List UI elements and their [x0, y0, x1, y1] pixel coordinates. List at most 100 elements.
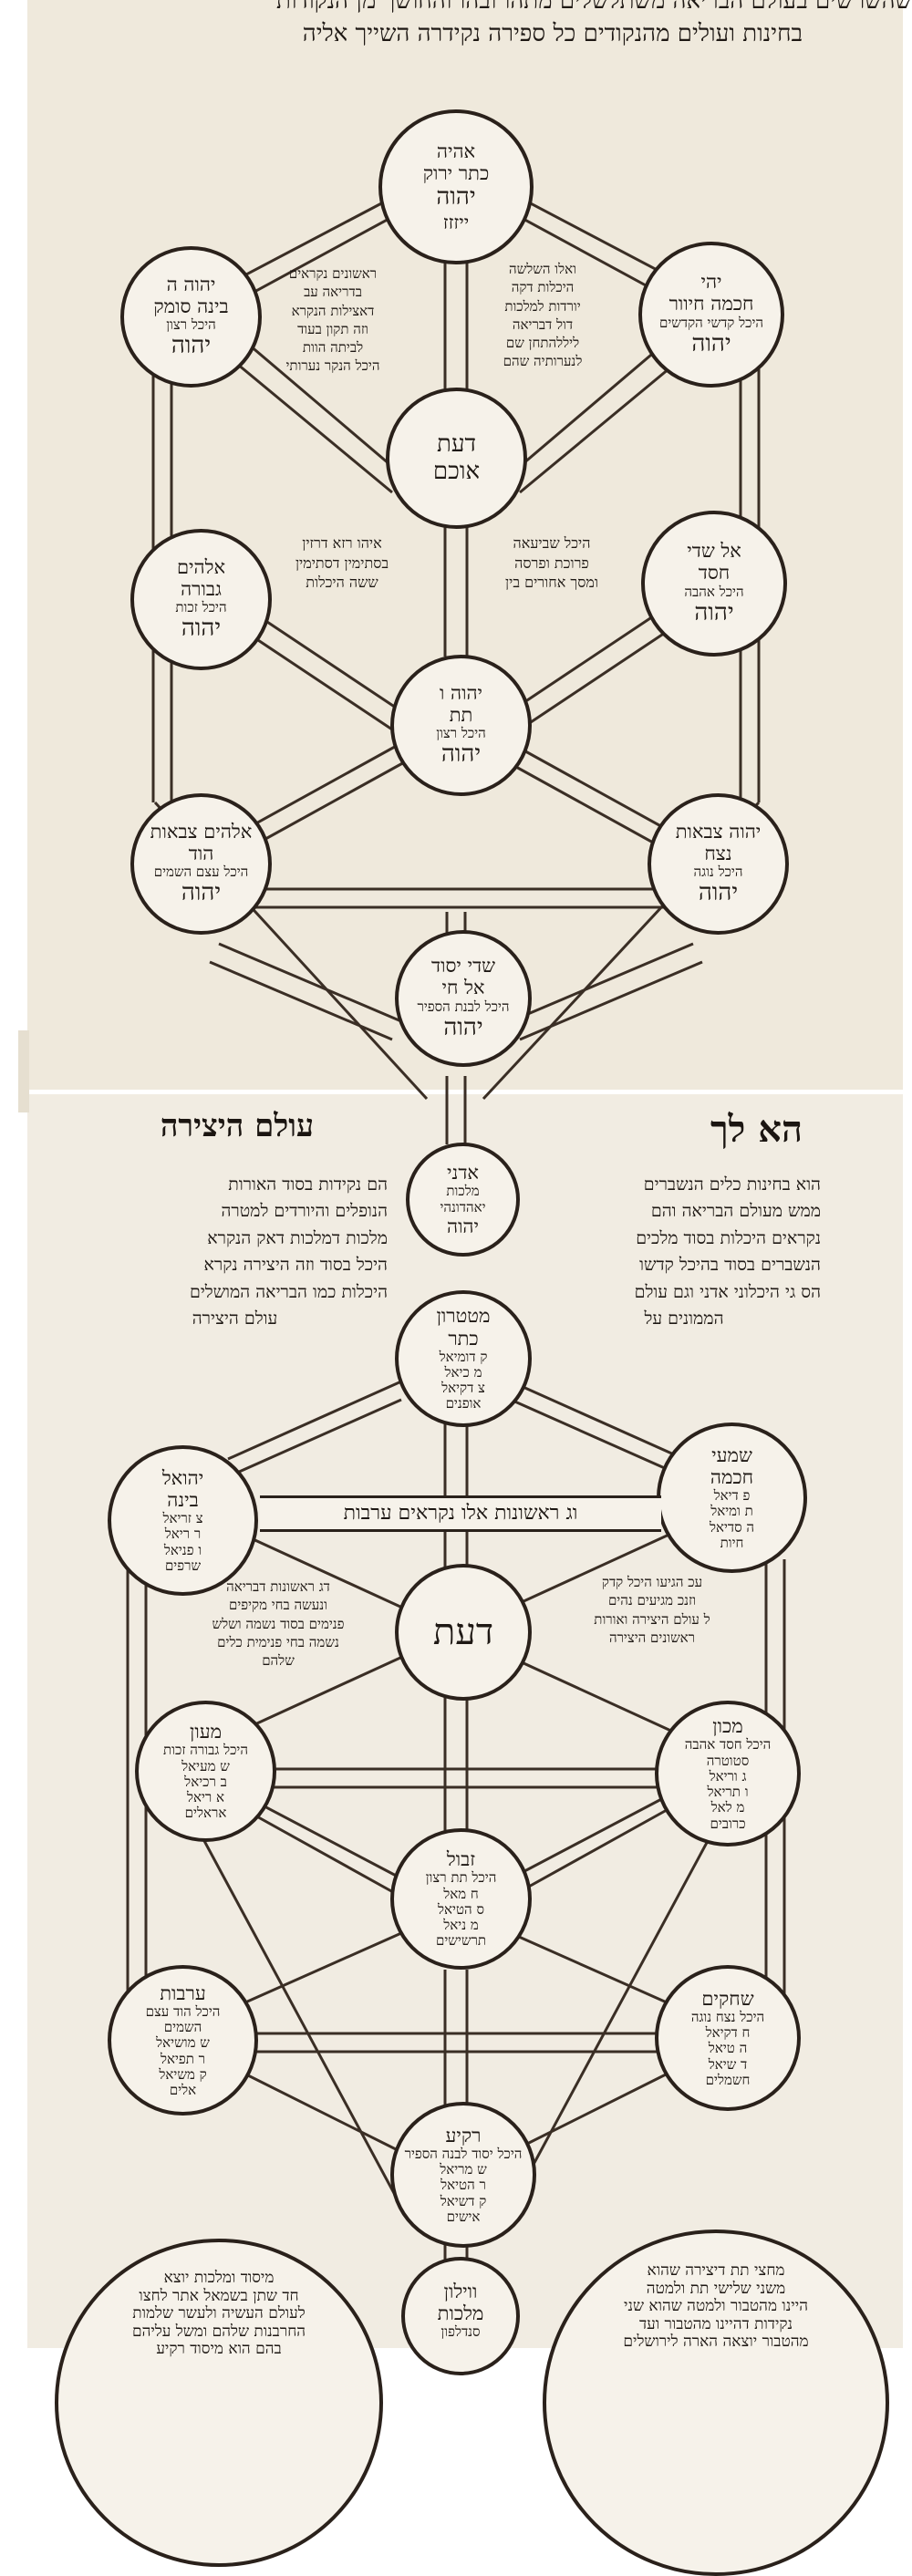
node-binah-line: בינה סומק [153, 295, 229, 317]
bottom-circle-line: בהם הוא מיסוד רקיע [156, 2340, 282, 2359]
node-maon-line: ב רכיאל [184, 1773, 227, 1790]
node-shechakim-line: שחקים [701, 1987, 754, 2010]
paragraph-line: עולם היצירה [192, 1309, 278, 1329]
paragraph-line: הם נקידות בסוד האורות [228, 1174, 388, 1195]
node-aravot-line: היכל הוד עצם [145, 2002, 221, 2020]
node-machon: מכון היכל חסד אהבה סטוטרה ג וריאל ו תריא… [655, 1701, 801, 1847]
node-chochmah-shmaei-line: פ דיאל [713, 1487, 751, 1505]
node-tiferet-line: יהוה ו [439, 681, 483, 704]
heading-olam-hayetzirah: עולם היצירה [160, 1108, 315, 1144]
node-chochmah-shmaei-line: ה סדיאל [709, 1518, 755, 1536]
note-line: ששה היכלות [306, 574, 378, 592]
note-line: עכ הגיעו היכל קדק [601, 1574, 703, 1590]
node-shechakim-line: ה טיאל [708, 2040, 748, 2057]
node-binah-yehoel-line: בינה [167, 1489, 199, 1511]
node-metatron-line: צ דקיאל [441, 1380, 485, 1397]
node-gevurah-line: יהוה [181, 615, 222, 643]
node-daat: דעת אוכם [386, 388, 527, 529]
node-chochmah-line: היכל קדשי הקדשים [658, 314, 764, 331]
node-yesod-line: אל חי [441, 977, 485, 999]
node-binah-yehoel-line: ר ריאל [164, 1526, 202, 1543]
node-zevul-line: תרשישים [436, 1932, 486, 1950]
node-yesod: שדי יסוד אל חי היכל לבנת הספיר יהוה [395, 930, 532, 1067]
node-tiferet: יהוה ו תת היכל רצון יהוה [390, 655, 532, 796]
node-keter-line: יהוה [436, 183, 476, 212]
node-keter-line: ייזזז [442, 212, 470, 234]
node-binah-yehoel-line: שרפים [164, 1557, 202, 1574]
node-netzach-line: יהוה צבאות [675, 820, 762, 843]
header-line-2: בחינות ועולים מהנקודים כל ספירה נקידרה ה… [302, 20, 803, 47]
node-shechakim-line: ד שיאל [708, 2055, 748, 2073]
node-chochmah-shmaei-line: חכמה [710, 1466, 754, 1488]
node-chesed: אל שדי חסד היכל אהבה יהוה [641, 511, 787, 657]
lower-tree-paths [126, 1380, 786, 2271]
node-aravot-line: השמים [163, 2019, 202, 2036]
node-hod: אלהים צבאות הוד היכל עצם השמים יהוה [130, 793, 272, 935]
note-line: לנערותיה שהם [503, 353, 583, 370]
paragraph-line: הממונים על [644, 1309, 724, 1329]
node-zevul-line: ס הטיאל [438, 1900, 484, 1918]
node-chochmah-line: יהוה [691, 329, 731, 357]
note-line: ראשונים היצירה [608, 1629, 696, 1646]
node-aravot-line: ש מושיאל [156, 2034, 210, 2052]
note-middle-right: היכל שביעאה פרוכת ופרסה ומסך אחורים בין [479, 533, 625, 593]
bottom-circle-line: חד שתן בשמאל אתר לחצו [139, 2286, 299, 2305]
node-chochmah-shmaei: שמעי חכמה פ דיאל ת ומיאל ה סדיאל חיות [657, 1422, 807, 1573]
note-lower-left: דג ראשונות דבריאה ונעשה בחי מקיפים פנימי… [182, 1578, 374, 1670]
node-daat-line: דעת [436, 429, 477, 458]
node-maon-line: אראלים [184, 1805, 227, 1822]
node-chochmah-shmaei-line: שמעי [711, 1443, 752, 1466]
note-line: בסתימין דסתימין [295, 553, 389, 572]
node-maon-line: מעון [189, 1721, 223, 1743]
note-line: ל עולם היצירה ואורות [594, 1610, 710, 1628]
sheet-join-edge [18, 1030, 29, 1112]
node-zevul-line: זבול [446, 1848, 476, 1871]
node-gevurah-line: היכל זכות [175, 599, 227, 616]
node-netzach-line: היכל נוגה [693, 864, 743, 881]
note-line: ואלו השלשה [509, 261, 576, 277]
paragraph-line: נקראים היכלות בסוד מלכים [636, 1227, 821, 1248]
note-lower-right: עכ הגיעו היכל קדק וזנכ מגיעים נהים ל עול… [561, 1573, 743, 1647]
node-vilon-line: סנדלפון [440, 2323, 481, 2341]
node-vilon-line: מלכות [437, 2302, 484, 2325]
note-line: דול דבריאה [512, 316, 574, 333]
node-keter-line: כתר ירוק [422, 161, 490, 184]
bottom-circle-line: משני שלישי תת ולמטה [646, 2279, 786, 2298]
paragraph-line: היכלות כמו הבריאה המושלים [189, 1281, 388, 1302]
node-malchut-line: יהוה [446, 1215, 480, 1237]
node-vilon: ווילון מלכות סנדלפון [401, 2257, 520, 2375]
node-yesod-line: יהוה [443, 1013, 483, 1041]
node-maon: מעון היכל גבורה זכות ש מעיאל ב רכיאל א ר… [135, 1701, 276, 1842]
node-rakia-line: רקיע [445, 2124, 482, 2147]
node-keter-line: אהיה [436, 140, 476, 162]
bottom-circle-line: מהטבור יוצאה הארה לירושלים [623, 2333, 809, 2352]
node-chochmah: יהי חכמה חיוור היכל קדשי הקדשים יהוה [638, 242, 784, 388]
note-line: היכל שביעאה [513, 534, 591, 552]
node-machon-line: ג וריאל [709, 1767, 747, 1785]
node-aravot-line: אלים [169, 2082, 197, 2099]
note-line: נשמה בחי פנימית כלים [217, 1633, 339, 1650]
node-machon-line: היכל חסד אהבה [684, 1736, 772, 1754]
node-metatron-line: כתר [448, 1327, 479, 1350]
node-aravot-line: ערבות [160, 1981, 206, 2004]
node-shechakim-line: חשמלים [705, 2071, 751, 2088]
note-line: יורדות למלכות [504, 297, 581, 315]
note-line: פנימים בסוד נשמה ושלש [212, 1615, 345, 1632]
node-binah-yehoel: יהואל בינה צ זריאל ר ריאל ו פניאל שרפים [108, 1445, 258, 1596]
node-malchut: אדני מלכות יאהדונהי יהוה [406, 1143, 520, 1257]
node-rakia-line: ק דשיאל [440, 2192, 487, 2209]
banner-ravot: וג ראשונות אלו נקראים ערבות [260, 1495, 661, 1532]
node-binah-line: היכל רצון [166, 316, 216, 334]
node-machon-line: מ לאל [710, 1799, 745, 1816]
node-machon-line: מכון [712, 1715, 743, 1738]
node-zevul-line: היכל תת רצון [425, 1869, 497, 1887]
heading-ha-lecha: הא לך [710, 1108, 803, 1151]
paragraph-line: הס גי היכלוני אדני וגם עולם [634, 1281, 821, 1302]
node-keter: אהיה כתר ירוק יהוה ייזזז [378, 109, 534, 264]
node-rakia: רקיע היכל יסוד לבנה הספיר ש מריאל ר הטיא… [390, 2102, 536, 2248]
node-binah-yehoel-line: צ זריאל [162, 1510, 203, 1527]
node-maon-line: היכל גבורה זכות [163, 1742, 248, 1759]
node-shechakim-line: היכל נצח נוגה [690, 2008, 765, 2025]
node-malchut-line: אדני [446, 1162, 480, 1185]
node-maon-line: א ריאל [186, 1789, 225, 1806]
